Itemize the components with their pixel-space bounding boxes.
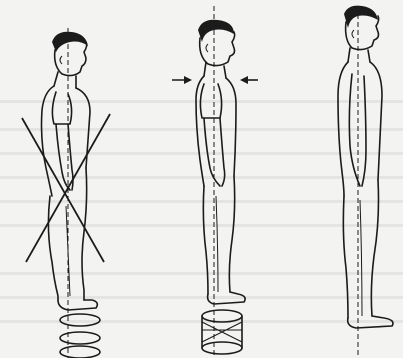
sleeve — [52, 92, 71, 124]
floor-disc — [60, 314, 100, 326]
incorrect-posture-figure — [22, 28, 110, 358]
neutral-posture-figure — [172, 6, 258, 358]
sleeve — [200, 84, 221, 118]
compression-arrows — [172, 76, 258, 84]
trouser-crease — [66, 206, 70, 296]
arm — [56, 124, 73, 190]
ear — [206, 44, 208, 52]
floor-disc — [60, 332, 100, 344]
hair — [52, 32, 88, 52]
head — [200, 32, 235, 66]
feet — [58, 300, 97, 310]
floor-disc — [202, 310, 242, 322]
ear — [352, 30, 354, 38]
feet — [348, 316, 393, 328]
ear — [60, 56, 62, 64]
hair — [198, 20, 234, 42]
floor-disc — [202, 342, 242, 354]
cross-mark-line — [22, 118, 104, 262]
trouser-crease — [216, 196, 218, 292]
arrowhead-icon — [240, 76, 248, 84]
arrowhead-icon — [184, 76, 192, 84]
feet — [208, 292, 246, 304]
correct-posture-figure — [338, 6, 393, 358]
floor-hatching — [202, 322, 242, 342]
trouser-crease — [360, 200, 362, 316]
legs — [203, 176, 234, 294]
floor-disc — [60, 346, 100, 358]
torso — [338, 62, 382, 196]
hair — [344, 6, 378, 28]
torso — [42, 86, 91, 196]
